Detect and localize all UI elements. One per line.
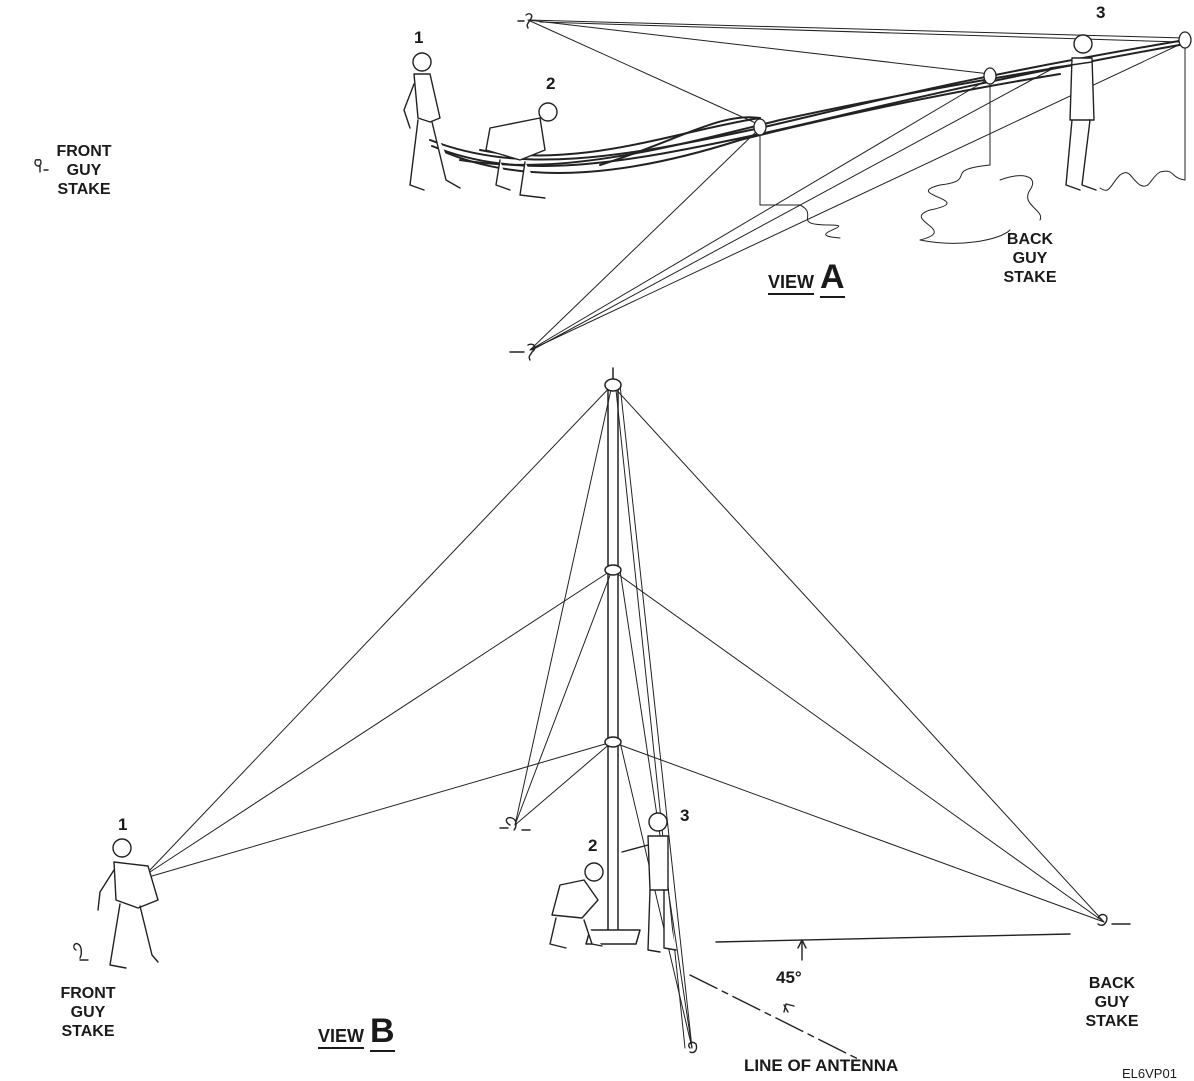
label-line: BACK [1006,231,1054,248]
view-b-mast [585,367,641,945]
view-b-letter: B [370,1012,395,1052]
label-line: GUY [66,162,102,179]
view-a-letter: A [820,258,845,298]
view-a-cables [759,47,1186,244]
label-line: BACK [1088,975,1136,992]
view-b-soldier-2 [549,862,604,949]
view-b-word: VIEW [318,1026,365,1049]
view-b-soldier-2-number: 2 [588,836,598,855]
label-line: FRONT [56,143,112,160]
label-line: STAKE [1003,269,1057,286]
label-line: STAKE [57,181,111,198]
label-line: STAKE [61,1023,115,1040]
view-a-soldier-1-number: 1 [414,28,424,47]
line-of-antenna-label: LINE OF ANTENNA [744,1056,899,1075]
view-a-soldier-3-number: 3 [1096,3,1106,22]
figure-code: EL6VP01 [1122,1066,1177,1081]
view-a-soldier-1 [403,52,461,191]
view-a-stakes [34,13,536,361]
view-a-soldier-3 [1049,34,1097,191]
view-b-soldier-3-number: 3 [680,806,690,825]
view-b-guy-lines [149,384,1105,1049]
view-b-soldier-1 [97,838,159,969]
view-a-soldier-2 [485,102,558,199]
view-a-guy-lines [527,19,1186,351]
view-a-front-guy-stake-label: FRONT GUY STAKE [48,142,120,199]
label-line: GUY [1012,250,1048,267]
view-b-soldier-3 [621,812,677,953]
angle-label: 45° [776,968,802,987]
view-a-word: VIEW [768,272,815,295]
label-line: FRONT [60,985,116,1002]
view-a-soldier-2-number: 2 [546,74,556,93]
label-line: STAKE [1085,1013,1139,1030]
view-a-drawing [34,13,1192,361]
label-line: GUY [70,1004,106,1021]
view-b-front-guy-stake-label: FRONT GUY STAKE [52,984,124,1041]
view-b-angle-lines [689,933,1071,1061]
view-a-back-guy-stake-label: BACK GUY STAKE [994,230,1066,287]
view-b-back-guy-stake-label: BACK GUY STAKE [1076,974,1148,1031]
label-line: GUY [1094,994,1130,1011]
view-b-soldier-1-number: 1 [118,815,128,834]
view-b-drawing [73,367,1131,1061]
view-b-stakes [73,816,1131,1054]
